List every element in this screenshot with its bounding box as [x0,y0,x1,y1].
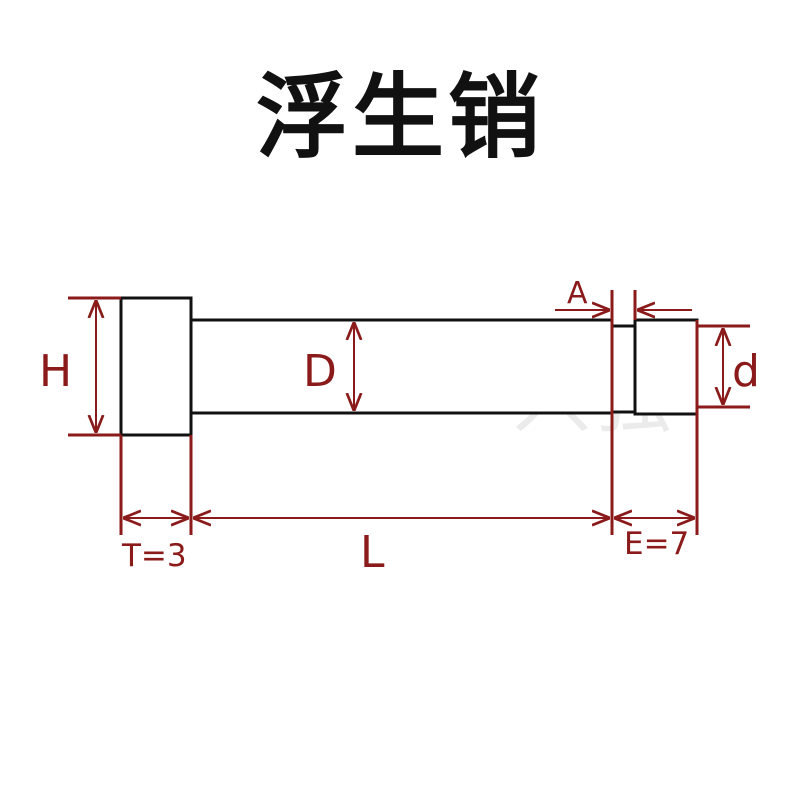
pin-shank [189,318,614,415]
page-title: 浮生销 [255,64,544,171]
pin-neck [610,324,637,414]
pin-head [119,296,193,437]
l-label: L [360,527,385,578]
t-label: T=3 [121,538,187,574]
e-label: E=7 [624,526,689,562]
d-major-label: D [303,346,337,397]
h-label: H [39,346,72,397]
d-minor-label: d [732,346,760,397]
pin-thread [633,318,699,416]
a-label: A [567,276,588,311]
